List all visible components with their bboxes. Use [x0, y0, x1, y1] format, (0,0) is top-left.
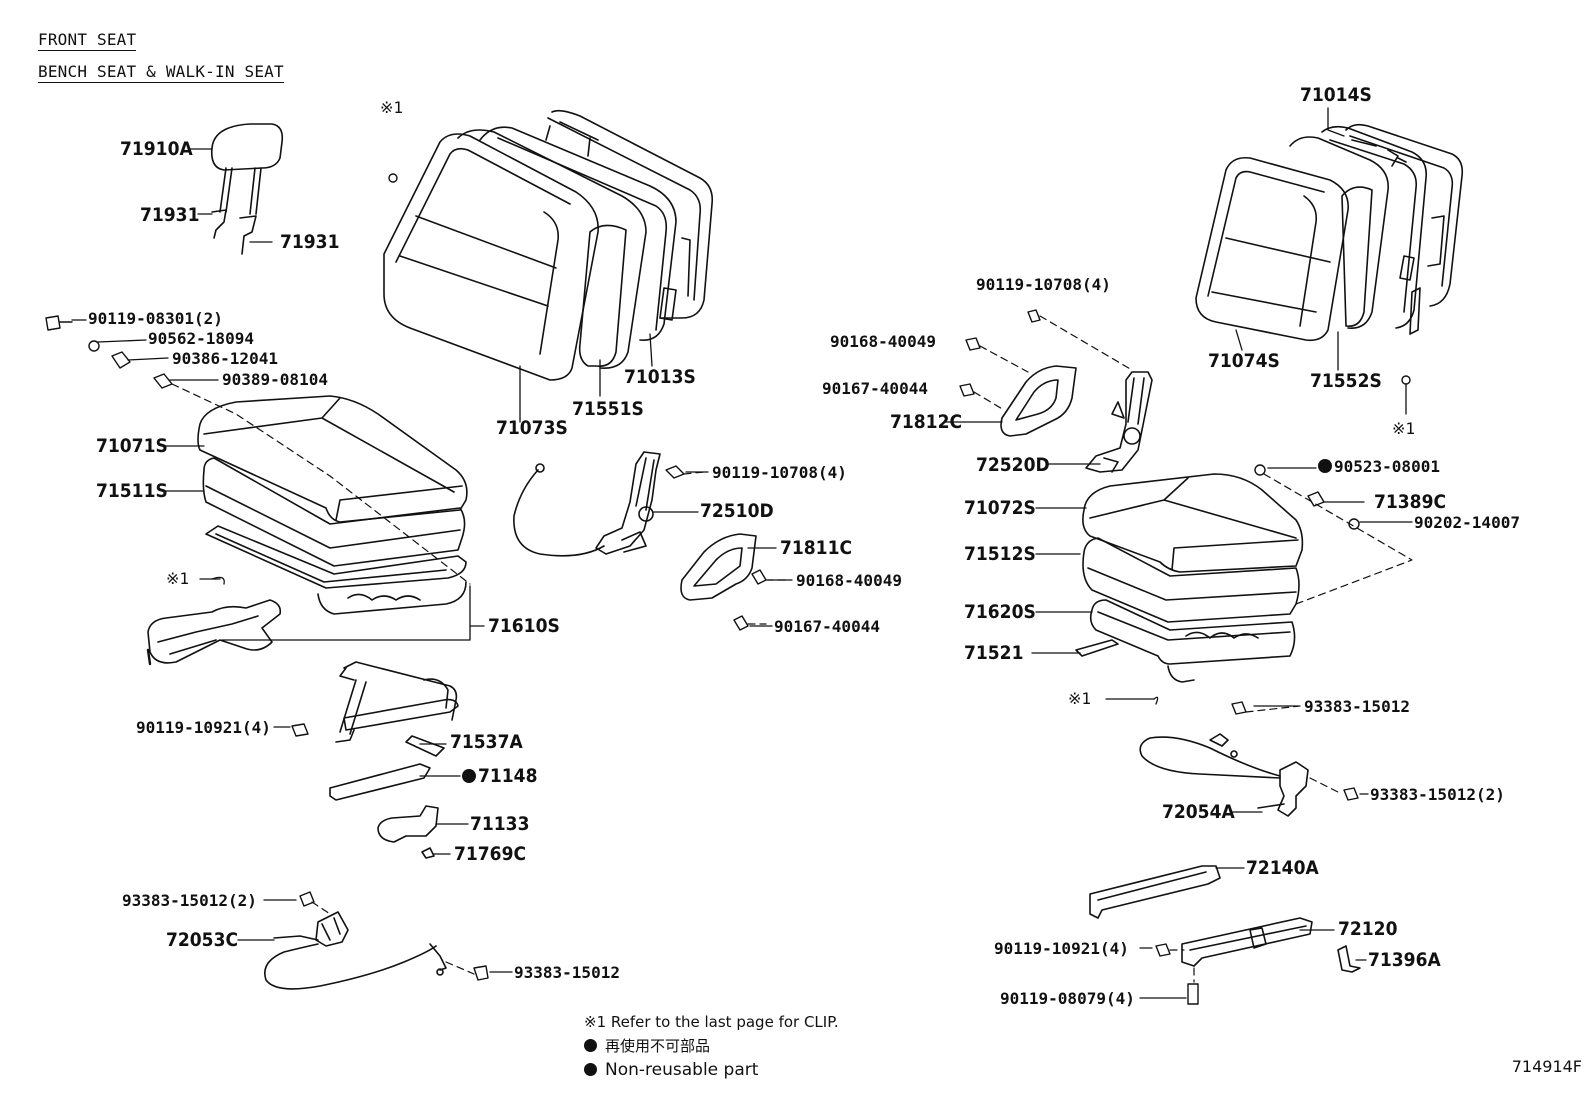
label-93383-15012-right: 93383-15012 [1304, 697, 1410, 716]
leader-lines [71, 107, 1413, 999]
title-front-seat: FRONT SEAT [38, 30, 137, 51]
label-90202-14007: 90202-14007 [1414, 513, 1520, 532]
label-71910a: 71910A [120, 138, 193, 160]
label-93383-15012-left: 93383-15012 [514, 963, 620, 982]
seat-back-right-drawing [1195, 123, 1464, 342]
label-90168-40049-right: 90168-40049 [830, 332, 936, 351]
label-72510d: 72510D [700, 500, 774, 522]
label-90167-40044-right: 90167-40044 [822, 379, 928, 398]
label-93383-15012-2-left: 93383-15012(2) [122, 891, 257, 910]
label-71133: 71133 [470, 813, 530, 835]
note-non-reusable-jp: 再使用不可部品 [584, 1036, 710, 1056]
label-72140a: 72140A [1246, 857, 1319, 879]
hinge-72510d-drawing [513, 451, 757, 601]
cable-72053c-drawing [264, 911, 447, 990]
label-71931-upper: 71931 [140, 204, 200, 226]
label-90389-08104: 90389-08104 [222, 370, 328, 389]
label-93383-15012-2-right: 93383-15012(2) [1370, 785, 1505, 804]
non-reusable-icon [584, 1039, 597, 1052]
non-reusable-icon [1318, 459, 1332, 473]
diagram-code: 714914F [1511, 1057, 1582, 1076]
label-71931-lower: 71931 [280, 231, 340, 253]
clip-mark-left: ※1 [166, 569, 190, 588]
clip-mark-cushion-right: ※1 [1068, 689, 1092, 708]
non-reusable-icon [584, 1063, 597, 1076]
label-90523-08001-text: 90523-08001 [1334, 457, 1440, 476]
label-71074s: 71074S [1208, 350, 1280, 372]
label-71072s: 71072S [964, 497, 1036, 519]
non-reusable-icon [462, 769, 476, 783]
clip-mark-back: ※1 [380, 98, 404, 117]
seat-back-left-drawing [383, 109, 714, 381]
label-90168-40049-center: 90168-40049 [796, 571, 902, 590]
label-72520d: 72520D [976, 454, 1050, 476]
label-71620s: 71620S [964, 601, 1036, 623]
label-71512s: 71512S [964, 543, 1036, 565]
label-72054a: 72054A [1162, 801, 1235, 823]
label-90119-10921-right: 90119-10921(4) [994, 939, 1129, 958]
label-71551s: 71551S [572, 398, 644, 420]
label-71537a: 71537A [450, 731, 523, 753]
dashed-assembly-lines [171, 315, 1413, 983]
label-71014s: 71014S [1300, 84, 1372, 106]
label-71769c: 71769C [454, 843, 527, 865]
note-non-reusable-jp-text: 再使用不可部品 [605, 1037, 711, 1055]
label-90386-12041: 90386-12041 [172, 349, 278, 368]
rail-right-drawing [1089, 865, 1361, 973]
seat-adjuster-left-drawing [329, 661, 459, 859]
label-90119-10708-center: 90119-10708(4) [712, 463, 847, 482]
label-90119-10921-left: 90119-10921(4) [136, 718, 271, 737]
label-71073s: 71073S [496, 417, 568, 439]
label-72053c: 72053C [166, 929, 239, 951]
label-71071s: 71071S [96, 435, 168, 457]
label-90523-08001: 90523-08001 [1318, 458, 1440, 476]
label-71811c: 71811C [780, 537, 853, 559]
label-71396a: 71396A [1368, 949, 1441, 971]
headrest-drawing [210, 123, 284, 255]
label-71148-text: 71148 [478, 765, 538, 787]
label-71148: 71148 [462, 765, 537, 787]
note-non-reusable-en-text: Non-reusable part [605, 1060, 759, 1080]
hinge-right-drawing [1000, 365, 1153, 473]
cable-72054a-drawing [1139, 733, 1309, 817]
label-71389c: 71389C [1374, 491, 1447, 513]
seat-cushion-left-drawing [146, 395, 468, 666]
seat-cushion-right-drawing [1075, 473, 1304, 683]
label-90562-18094: 90562-18094 [148, 329, 254, 348]
note-clip-reference: ※1 Refer to the last page for CLIP. [584, 1013, 839, 1031]
subtitle-bench-seat: BENCH SEAT & WALK-IN SEAT [38, 62, 284, 83]
label-90119-08301: 90119-08301(2) [88, 309, 223, 328]
clip-mark-back-right: ※1 [1392, 419, 1416, 438]
note-non-reusable-en: Non-reusable part [584, 1060, 758, 1080]
label-71812c: 71812C [890, 411, 963, 433]
label-90119-08079: 90119-08079(4) [1000, 989, 1135, 1008]
label-71521: 71521 [964, 642, 1024, 664]
label-90167-40044-center: 90167-40044 [774, 617, 880, 636]
label-72120: 72120 [1338, 918, 1398, 940]
label-71511s: 71511S [96, 480, 168, 502]
label-71013s: 71013S [624, 366, 696, 388]
label-71552s: 71552S [1310, 370, 1382, 392]
label-71610s: 71610S [488, 615, 560, 637]
label-90119-10708-right: 90119-10708(4) [976, 275, 1111, 294]
